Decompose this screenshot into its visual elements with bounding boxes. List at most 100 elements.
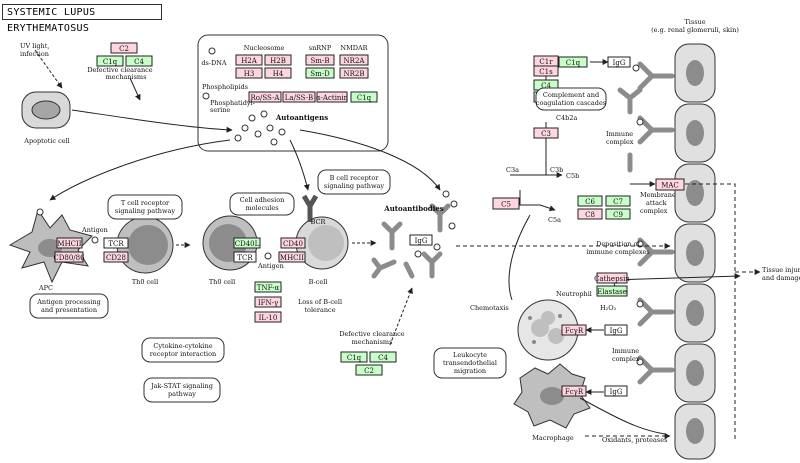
node-elastase[interactable] — [596, 285, 628, 297]
node-ro-label: Ro/SS-A — [251, 94, 281, 102]
map-cell-adhesion[interactable] — [229, 192, 295, 216]
node-smb[interactable] — [305, 54, 335, 66]
node-smd-label: Sm-D — [310, 70, 330, 78]
label-mac-3: complex — [640, 207, 668, 215]
node-mhcii-b[interactable] — [278, 251, 306, 263]
label-bcr: BCR — [311, 218, 327, 226]
node-fcgr-2[interactable] — [561, 385, 587, 397]
node-igg-auto[interactable] — [409, 234, 433, 246]
label-mac-1: Membrane — [640, 191, 676, 199]
node-tcr-2-label: TCR — [237, 254, 253, 262]
tissue-antibodies — [617, 61, 675, 385]
node-c3[interactable] — [533, 127, 559, 139]
node-smd[interactable] — [305, 67, 335, 79]
node-ro[interactable] — [248, 91, 282, 103]
map-cytokine[interactable] — [141, 337, 225, 363]
node-cathepsin[interactable] — [596, 272, 628, 284]
node-cd40[interactable] — [280, 237, 306, 249]
label-c4b2a: C4b2a — [556, 114, 577, 122]
node-actinin-label: α-Actinin — [316, 94, 349, 102]
node-ifn[interactable] — [254, 296, 282, 308]
apoptotic-cell — [21, 91, 71, 129]
node-c4-bot[interactable] — [369, 351, 397, 363]
node-igg-2[interactable] — [604, 385, 628, 397]
label-antigen-2: Antigen — [257, 262, 284, 270]
node-h3[interactable] — [235, 67, 263, 79]
node-nr2a-label: NR2A — [344, 57, 366, 65]
node-tnf[interactable] — [254, 281, 282, 293]
node-c9[interactable] — [605, 208, 631, 220]
node-cathepsin-label: Cathepsin — [594, 275, 630, 283]
map-leukocyte[interactable] — [433, 347, 507, 379]
node-c1q-top[interactable] — [96, 55, 124, 67]
node-fcgr-1[interactable] — [561, 324, 587, 336]
label-c3a: C3a — [506, 166, 519, 174]
node-la[interactable] — [282, 91, 316, 103]
node-h2b[interactable] — [264, 54, 292, 66]
pathway-map-boxes — [29, 87, 607, 403]
node-c4-top[interactable] — [125, 55, 153, 67]
label-autoantigens: Autoantigens — [275, 113, 328, 122]
node-c6[interactable] — [577, 195, 603, 207]
map-jak-stat[interactable] — [143, 377, 221, 403]
label-nucleosome: Nucleosome — [244, 44, 285, 52]
map-complement[interactable] — [535, 87, 607, 111]
node-fcgr-1-label: FcγR — [565, 327, 584, 335]
node-h4[interactable] — [264, 67, 292, 79]
node-il10[interactable] — [254, 311, 282, 323]
node-c8[interactable] — [577, 208, 603, 220]
node-cd40l[interactable] — [233, 237, 261, 249]
map-bcr-pathway[interactable] — [317, 169, 391, 195]
node-c1s[interactable] — [533, 65, 559, 77]
node-igg-comp-label: IgG — [613, 59, 626, 67]
node-igg-1[interactable] — [604, 324, 628, 336]
node-nr2b[interactable] — [339, 67, 369, 79]
node-ifn-label: IFN-γ — [258, 299, 278, 307]
node-c5[interactable] — [492, 197, 520, 210]
macrophage-cell — [513, 363, 591, 429]
label-uv: UV light, — [20, 42, 49, 50]
label-snrnp: snRNP — [309, 44, 332, 52]
node-c2-bot[interactable] — [355, 364, 383, 376]
node-actinin[interactable] — [316, 91, 348, 103]
node-h2a[interactable] — [235, 54, 263, 66]
label-c5b: C5b — [566, 172, 579, 180]
label-c5a: C5a — [548, 216, 561, 224]
node-fcgr-2-label: FcγR — [565, 388, 584, 396]
label-defective-top-1: Defective clearance — [87, 66, 152, 74]
node-cd80-label: CD80/86 — [53, 254, 85, 262]
label-infection: infection — [20, 50, 49, 58]
node-c1q-top-label: C1q — [103, 58, 118, 66]
map-antigen-processing[interactable] — [29, 293, 109, 319]
node-nr2a[interactable] — [339, 54, 369, 66]
node-c7[interactable] — [605, 195, 631, 207]
node-cd40-label: CD40 — [283, 240, 303, 248]
label-loss-tolerance-1: Loss of B-cell — [298, 298, 342, 306]
node-mac[interactable] — [655, 178, 685, 191]
label-defective-bot-2: mechanisms — [352, 338, 393, 346]
label-complement-2: coagulation cascades — [536, 99, 606, 107]
node-cd40l-label: CD40L — [235, 240, 260, 248]
label-neutrophil: Neutrophil — [556, 290, 592, 298]
label-th0-2: Th0 cell — [209, 278, 235, 286]
node-mac-label: MAC — [661, 182, 679, 190]
node-elastase-label: Elastase — [597, 288, 627, 296]
node-c2-top[interactable] — [110, 42, 138, 54]
node-h2a-label: H2A — [241, 57, 258, 65]
node-igg-comp[interactable] — [607, 56, 631, 68]
label-apoptotic: Apoptotic cell — [23, 137, 70, 145]
node-h4-label: H4 — [273, 70, 284, 78]
node-c1q-comp[interactable] — [558, 56, 588, 68]
map-tcr-pathway[interactable] — [107, 194, 183, 220]
node-cd80[interactable] — [54, 251, 84, 263]
node-tcr-2[interactable] — [233, 251, 257, 263]
node-tcr-1[interactable] — [103, 237, 129, 249]
node-c1q-mid[interactable] — [350, 91, 378, 103]
label-th0-1: Th0 cell — [132, 278, 158, 286]
label-deposition-1: Deposition of — [596, 240, 640, 248]
node-il10-label: IL-10 — [259, 314, 278, 322]
node-mhcii-apc[interactable] — [56, 237, 83, 249]
node-c8-label: C8 — [585, 211, 595, 219]
node-cd28[interactable] — [103, 251, 129, 263]
node-c1q-bot[interactable] — [340, 351, 368, 363]
